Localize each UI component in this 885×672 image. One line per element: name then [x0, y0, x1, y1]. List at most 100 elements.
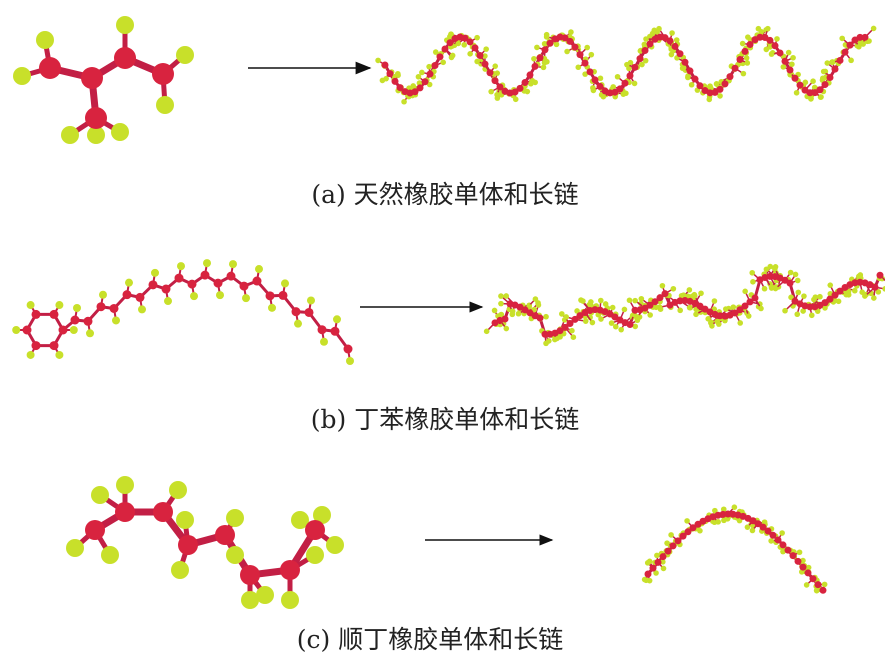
hydrogen-atom: [860, 41, 866, 47]
hydrogen-atom: [171, 561, 189, 579]
carbon-atom: [174, 273, 184, 283]
hydrogen-atom: [795, 289, 802, 296]
carbon-atom: [674, 537, 682, 545]
hydrogen-atom: [829, 59, 836, 66]
carbon-atom: [611, 88, 619, 96]
hydrogen-atom: [574, 308, 580, 314]
hydrogen-atom: [677, 307, 683, 314]
carbon-atom: [330, 326, 340, 336]
carbon-atom: [31, 341, 41, 351]
carbon-atom: [786, 279, 794, 287]
carbon-atom: [746, 41, 754, 49]
hydrogen-atom: [688, 81, 695, 88]
carbon-atom: [756, 33, 764, 41]
carbon-atom: [531, 62, 539, 70]
carbon-atom: [114, 47, 136, 69]
hydrogen-atom: [156, 96, 174, 114]
carbon-atom: [766, 272, 774, 280]
hydrogen-atom: [570, 334, 577, 340]
hydrogen-atom: [796, 549, 803, 556]
carbon-atom: [85, 520, 105, 540]
carbon-atom: [426, 70, 434, 78]
hydrogen-atom: [483, 328, 490, 335]
hydrogen-atom: [584, 44, 591, 51]
hydrogen-atom: [642, 57, 649, 64]
hydrogen-atom: [643, 36, 649, 42]
hydrogen-atom: [534, 44, 540, 51]
hydrogen-atom: [668, 532, 674, 538]
carbon-atom: [471, 44, 479, 52]
carbon-atom: [856, 33, 864, 41]
hydrogen-atom: [800, 557, 806, 564]
carbon-atom: [776, 49, 784, 57]
hydrogen-atom: [691, 293, 698, 299]
hydrogen-atom: [768, 538, 774, 544]
carbon-atom: [122, 290, 132, 300]
carbon-atom: [826, 73, 834, 81]
carbon-atom: [591, 76, 599, 84]
carbon-atom: [576, 312, 584, 320]
hydrogen-atom: [713, 81, 720, 87]
carbon-atom: [571, 315, 579, 323]
hydrogen-atom: [326, 536, 344, 554]
hydrogen-atom: [744, 60, 751, 66]
hydrogen-atom: [621, 306, 628, 313]
hydrogen-atom: [306, 546, 324, 564]
hydrogen-atom: [531, 55, 537, 62]
hydrogen-atom: [626, 297, 633, 304]
carbon-atom: [664, 547, 672, 555]
hydrogen-atom: [787, 269, 794, 276]
carbon-atom: [716, 85, 724, 93]
hydrogen-atom: [455, 40, 462, 47]
carbon-atom: [70, 315, 80, 325]
hydrogen-atom: [794, 311, 801, 318]
carbon-atom: [115, 502, 135, 522]
carbon-atom: [669, 542, 677, 550]
carbon-atom: [746, 298, 754, 306]
carbon-atom: [691, 75, 699, 83]
carbon-atom: [841, 48, 849, 56]
carbon-atom: [751, 294, 759, 302]
hydrogen-atom: [712, 507, 718, 514]
carbon-atom: [626, 72, 634, 80]
hydrogen-atom: [419, 69, 425, 76]
hydrogen-atom: [647, 312, 653, 318]
carbon-atom: [213, 278, 223, 288]
carbon-atom: [814, 581, 822, 589]
hydrogen-atom: [782, 307, 788, 314]
caption-a: (a) 天然橡胶单体和长链: [311, 180, 579, 209]
carbon-atom: [676, 50, 684, 58]
carbon-atom: [381, 61, 389, 69]
carbon-atom: [826, 295, 834, 303]
hydrogen-atom: [563, 314, 570, 320]
hydrogen-atom: [680, 292, 687, 299]
carbon-atom: [654, 558, 662, 566]
hydrogen-atom: [684, 518, 690, 524]
carbon-atom: [666, 37, 674, 45]
hydrogen-atom: [169, 481, 187, 499]
hydrogen-atom: [588, 51, 595, 58]
hydrogen-atom: [529, 78, 536, 84]
hydrogen-atom: [138, 305, 146, 314]
hydrogen-atom: [333, 315, 341, 324]
hydrogen-atom: [714, 318, 720, 325]
hydrogen-atom: [848, 57, 854, 64]
hydrogen-atom: [839, 35, 845, 42]
carbon-atom: [806, 89, 814, 97]
hydrogen-atom: [612, 323, 619, 330]
hydrogen-atom: [432, 49, 439, 55]
hydrogen-atom: [660, 565, 667, 572]
carbon-atom: [794, 557, 802, 565]
carbon-atom: [541, 330, 549, 338]
hydrogen-atom: [597, 75, 604, 82]
carbon-atom: [446, 39, 454, 47]
hydrogen-atom: [817, 293, 823, 300]
carbon-atom: [774, 536, 782, 544]
carbon-atom: [686, 67, 694, 75]
carbon-atom: [779, 541, 787, 549]
carbon-atom: [536, 314, 544, 322]
carbon-atom: [789, 552, 797, 560]
carbon-atom: [799, 563, 807, 571]
hydrogen-atom: [632, 323, 639, 330]
carbon-atom: [516, 84, 524, 92]
